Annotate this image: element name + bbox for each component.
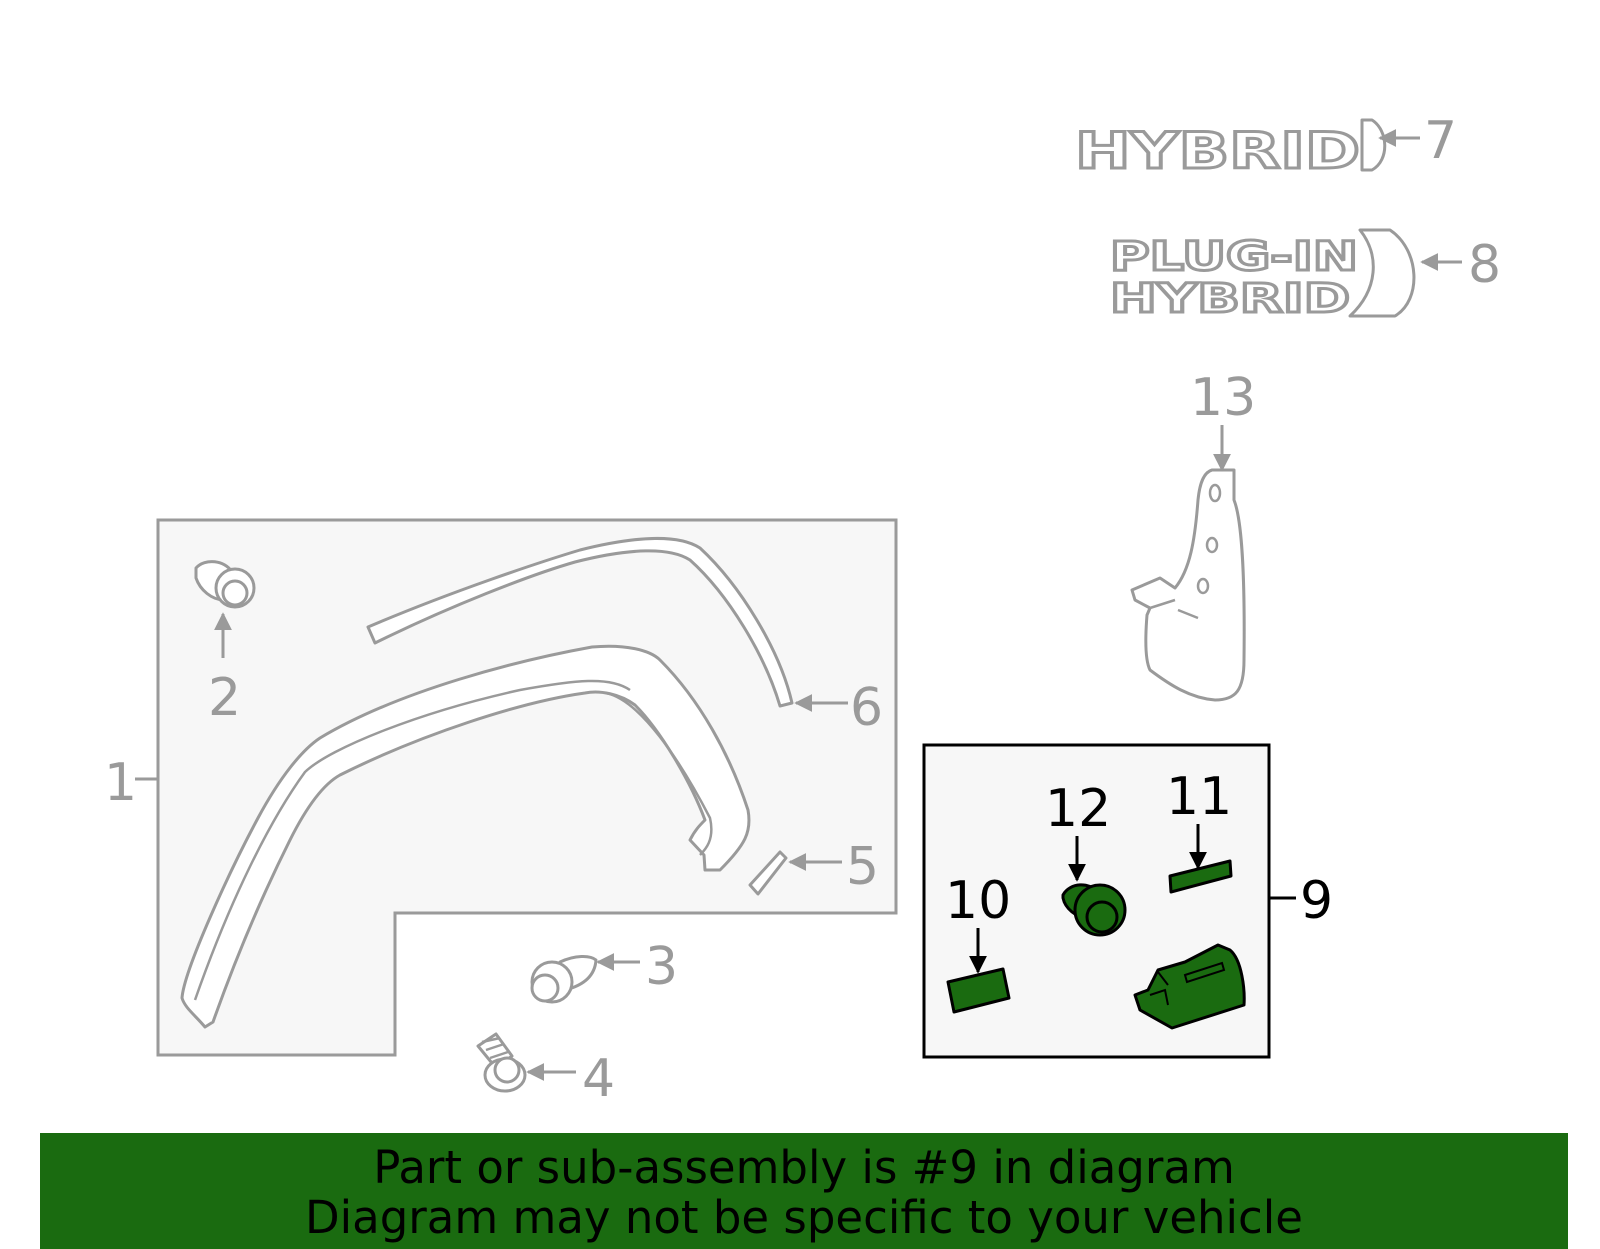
- green-bracket[interactable]: [1133, 943, 1246, 1030]
- callout-10: 10: [945, 871, 1011, 931]
- part-5-clip[interactable]: [748, 850, 788, 896]
- part-12-clip[interactable]: [1061, 883, 1127, 937]
- callout-4: 4: [582, 1049, 615, 1109]
- banner-line-1: Part or sub-assembly is #9 in diagram: [373, 1141, 1235, 1194]
- callout-7: 7: [1424, 111, 1457, 171]
- callout-3: 3: [645, 937, 678, 997]
- callout-12: 12: [1045, 779, 1111, 839]
- plugin-emblem-line1: PLUG-IN: [1110, 234, 1358, 280]
- callout-11: 11: [1166, 767, 1232, 827]
- part-7-hybrid-emblem[interactable]: HYBRID: [1074, 118, 1387, 182]
- callout-8: 8: [1468, 235, 1501, 295]
- callout-9: 9: [1300, 871, 1333, 931]
- assembly-1-box: [156, 518, 898, 1057]
- plugin-emblem-line2: HYBRID: [1110, 276, 1350, 322]
- part-4-screw[interactable]: [476, 1032, 527, 1093]
- callout-13: 13: [1190, 368, 1256, 428]
- part-3-clip[interactable]: [530, 955, 598, 1004]
- callout-5: 5: [846, 837, 879, 897]
- part-13-mud-flap[interactable]: [1130, 468, 1246, 702]
- part-8-plugin-hybrid-emblem[interactable]: PLUG-IN HYBRID: [1109, 228, 1416, 324]
- callout-2: 2: [208, 668, 241, 728]
- part-1-wheel-arch[interactable]: [180, 644, 751, 1029]
- callout-1: 1: [104, 753, 137, 813]
- part-2-clip[interactable]: [194, 560, 256, 609]
- banner-line-2: Diagram may not be specific to your vehi…: [305, 1191, 1303, 1244]
- info-banner: Part or sub-assembly is #9 in diagram Di…: [40, 1133, 1568, 1249]
- part-1-flange: [605, 691, 713, 856]
- callout-6: 6: [850, 678, 883, 738]
- part-1-inner-edge: [193, 679, 631, 1001]
- hybrid-emblem-text: HYBRID: [1075, 122, 1360, 180]
- part-6-molding[interactable]: [366, 537, 794, 708]
- part-11-strip[interactable]: [1168, 859, 1233, 894]
